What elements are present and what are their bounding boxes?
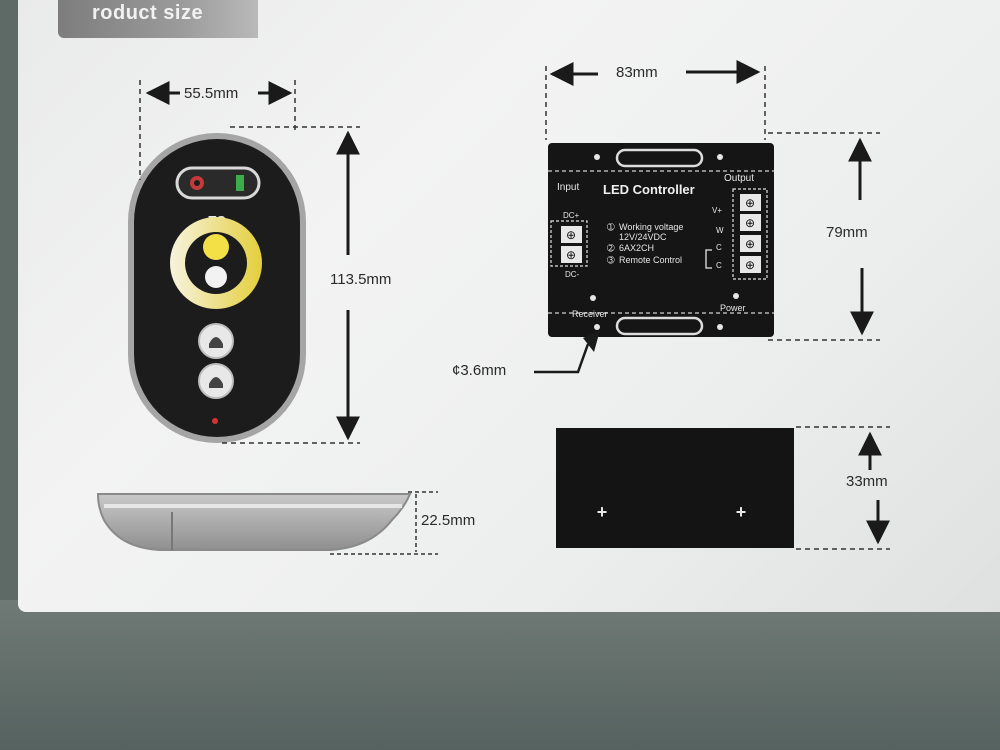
dc-minus-label: DC-: [565, 270, 580, 279]
led-controller-side-view: + +: [556, 426, 890, 550]
input-label: Input: [557, 182, 579, 193]
svg-text:+: +: [597, 502, 608, 522]
svg-text:+: +: [736, 502, 747, 522]
controller-depth-label: 33mm: [846, 473, 888, 490]
svg-text:⊕: ⊕: [566, 248, 576, 262]
spec-line-2: 12V/24VDC: [619, 232, 667, 242]
controller-width-dimension: [545, 60, 766, 140]
svg-text:⊕: ⊕: [745, 216, 755, 230]
power-label: Power: [720, 303, 746, 313]
remote-width-label: 55.5mm: [184, 85, 239, 102]
mounting-hole-callout: [534, 330, 600, 374]
controller-height-label: 79mm: [826, 224, 868, 241]
section-title: roduct size: [92, 2, 204, 24]
remote-width-dimension: [139, 80, 296, 180]
remote-side-view: [96, 491, 438, 555]
controller-width-label: 83mm: [616, 64, 658, 81]
output-c2-label: C: [716, 261, 722, 270]
svg-text:⊕: ⊕: [745, 196, 755, 210]
remote-thickness-label: 22.5mm: [421, 512, 476, 529]
svg-text:⊕: ⊕: [745, 258, 755, 272]
svg-text:➁: ➁: [607, 243, 615, 253]
output-label: Output: [724, 173, 754, 184]
output-v-label: V+: [712, 206, 722, 215]
receiver-label: Receiver: [572, 309, 608, 319]
output-w-label: W: [716, 226, 724, 235]
remote-height-dimension: [222, 126, 360, 444]
remote-control: TC: [128, 133, 306, 443]
svg-text:➀: ➀: [607, 222, 615, 232]
spec-line-4: Remote Control: [619, 255, 682, 265]
led-controller-top-view: Input Output LED Controller DC+ DC- ⊕ ⊕ …: [548, 143, 774, 337]
section-header-tab: [58, 0, 258, 38]
controller-title: LED Controller: [603, 182, 695, 197]
controller-height-dimension: [768, 132, 880, 341]
output-c1-label: C: [716, 243, 722, 252]
spec-line-3: 6AX2CH: [619, 243, 654, 253]
svg-text:⊕: ⊕: [745, 237, 755, 251]
hole-diameter-label: ¢3.6mm: [452, 362, 507, 379]
svg-text:➂: ➂: [607, 255, 615, 265]
remote-height-label: 113.5mm: [330, 271, 392, 288]
svg-text:⊕: ⊕: [566, 228, 576, 242]
dc-plus-label: DC+: [563, 211, 580, 220]
table-surface: [0, 600, 1000, 750]
spec-line-1: Working voltage: [619, 222, 683, 232]
